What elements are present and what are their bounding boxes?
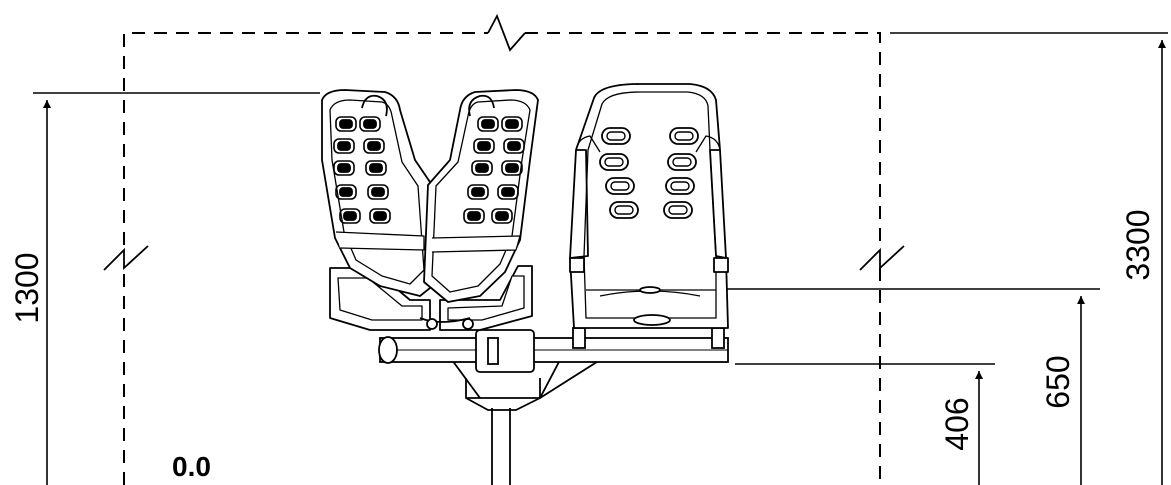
dim-406-label: 406 — [939, 397, 975, 450]
dim-650-label: 650 — [1040, 355, 1076, 408]
cross-beam — [378, 327, 729, 373]
dim-1300-label: 1300 — [9, 252, 45, 323]
dim-3300-label: 3300 — [1120, 209, 1156, 280]
left-seat-assembly — [321, 89, 539, 331]
support-post — [451, 359, 604, 485]
right-seat — [569, 83, 729, 329]
clearance-envelope — [123, 32, 881, 485]
ground-level-label: 0.0 — [172, 451, 211, 482]
dimension-lines — [43, 40, 1166, 485]
extension-lines — [33, 32, 1168, 365]
break-symbols — [103, 13, 905, 271]
